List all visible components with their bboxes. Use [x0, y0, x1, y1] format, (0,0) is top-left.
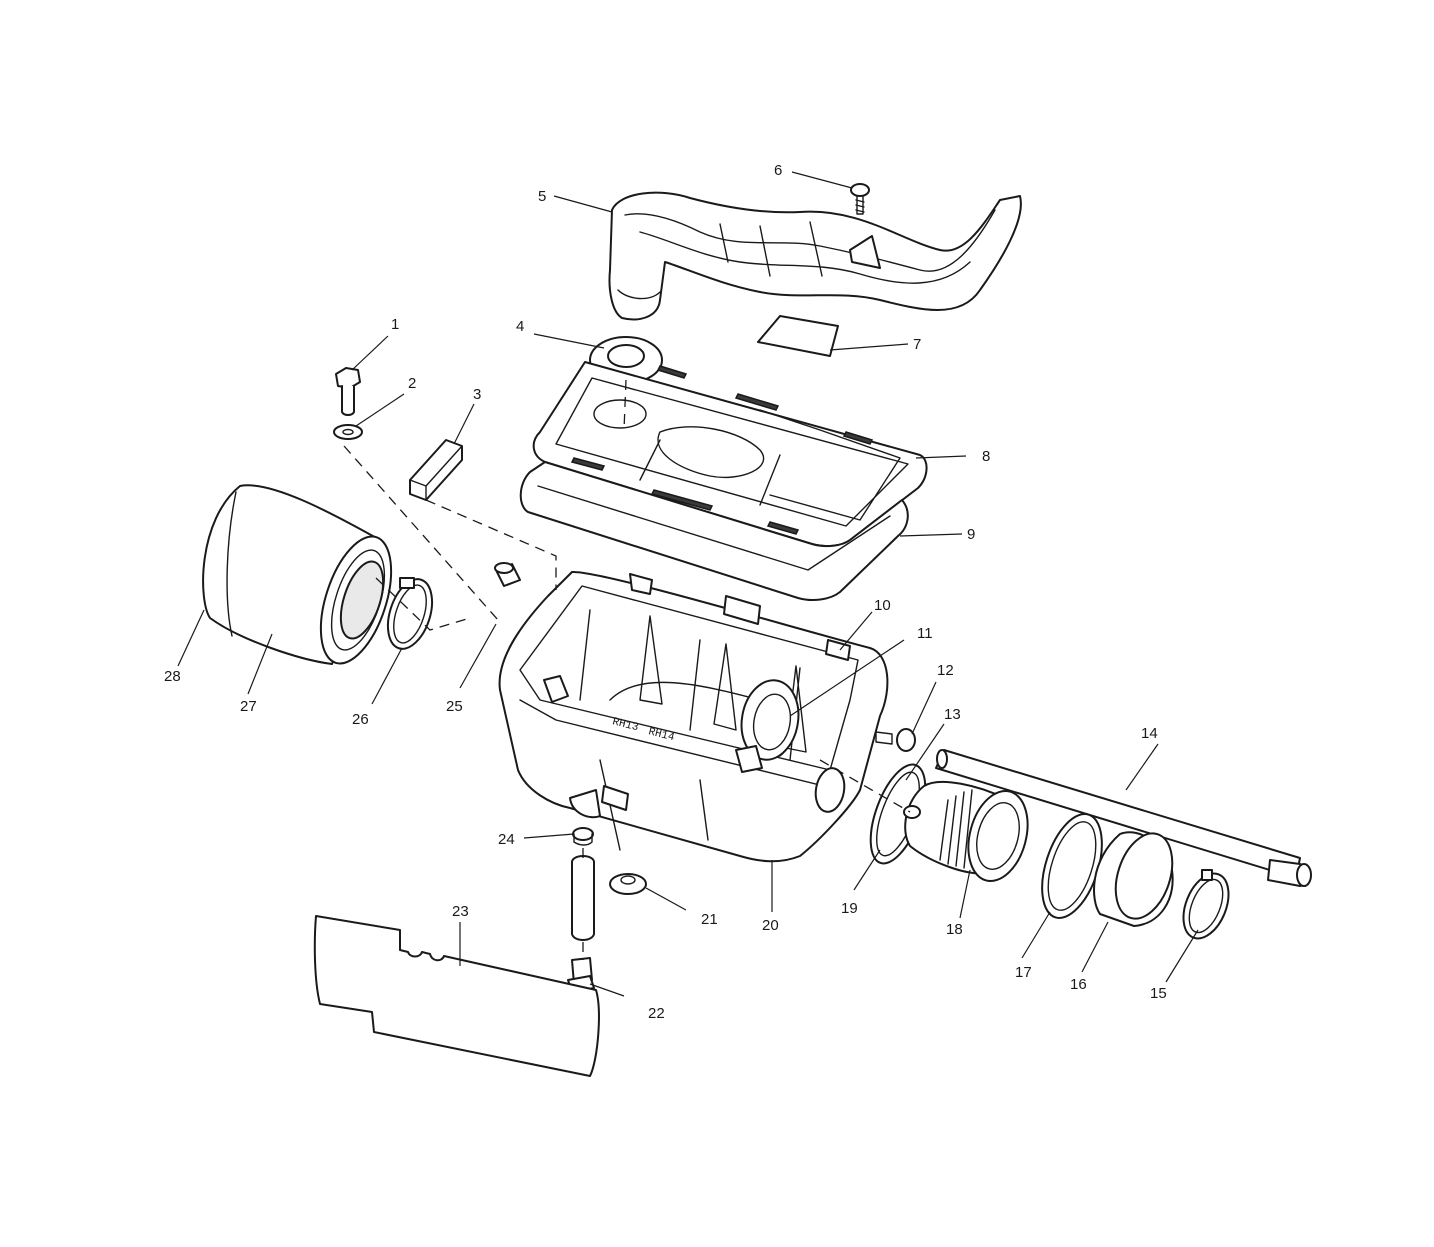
callout-26: 26: [352, 711, 369, 728]
callout-4: 4: [516, 318, 524, 335]
callouts: 1 2 3 4 5 6 7 8 9 10 11 12 13 14 15 16 1…: [164, 162, 1167, 1022]
airbox-housing: RH13 RH14: [498, 570, 889, 863]
callout-28: 28: [164, 668, 181, 685]
filter-clamp: [386, 577, 434, 650]
foam-block: [409, 439, 463, 501]
callout-8: 8: [982, 448, 990, 465]
callout-15: 15: [1150, 985, 1167, 1002]
boot-hose-clamp: [1182, 869, 1230, 940]
callout-7: 7: [913, 336, 921, 353]
callout-1: 1: [391, 316, 399, 333]
boot-clamp: [1041, 813, 1103, 919]
washer: [333, 424, 363, 440]
callout-13: 13: [944, 706, 961, 723]
access-panel: [313, 915, 600, 1077]
callout-2: 2: [408, 375, 416, 392]
breather-tube: [935, 749, 1312, 887]
airbox-cover: [532, 361, 928, 548]
callout-19: 19: [841, 900, 858, 917]
leader-lines: [177, 171, 1199, 997]
callout-22: 22: [648, 1005, 665, 1022]
drain-tube: [571, 855, 595, 941]
small-clamp: [572, 827, 594, 846]
spacer: [609, 873, 647, 895]
callout-14: 14: [1141, 725, 1158, 742]
callout-17: 17: [1015, 964, 1032, 981]
callout-16: 16: [1070, 976, 1087, 993]
cover-gasket: [519, 461, 909, 601]
callout-6: 6: [774, 162, 782, 179]
callout-27: 27: [240, 698, 257, 715]
drain-plug: [494, 562, 521, 587]
callout-9: 9: [967, 526, 975, 543]
intake-duct: [608, 191, 1022, 321]
nut: [875, 728, 916, 752]
callout-18: 18: [946, 921, 963, 938]
callout-24: 24: [498, 831, 515, 848]
outlet-adapter: [903, 780, 1029, 883]
assembly-lines: [343, 379, 911, 960]
callout-11: 11: [917, 625, 933, 642]
callout-3: 3: [473, 386, 481, 403]
callout-20: 20: [762, 917, 779, 934]
callout-10: 10: [874, 597, 891, 614]
callout-5: 5: [538, 188, 546, 205]
callout-23: 23: [452, 903, 469, 920]
air-filter: [202, 484, 393, 665]
intake-boot: [1093, 831, 1174, 927]
label-pad: [757, 315, 839, 357]
screw: [850, 183, 870, 215]
callout-21: 21: [701, 911, 718, 928]
bolt: [335, 367, 361, 416]
callout-12: 12: [937, 662, 954, 679]
callout-25: 25: [446, 698, 463, 715]
